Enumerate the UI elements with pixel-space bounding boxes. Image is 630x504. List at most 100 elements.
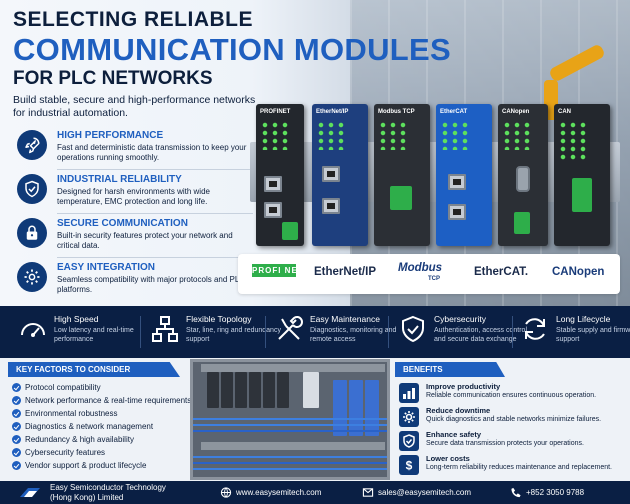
headline-subtitle: Build stable, secure and high-performanc… — [13, 94, 256, 119]
capability-desc: Low latency and real-time performance — [54, 327, 134, 343]
cable-duct — [201, 364, 385, 372]
power-supply — [303, 372, 319, 408]
shield-check-icon — [399, 431, 419, 451]
plc-unit — [277, 372, 289, 408]
control-cabinet-photo — [190, 359, 390, 480]
capabilities-band: High Speed Low latency and real-time per… — [0, 306, 630, 358]
logo-ethercat: EtherCAT. — [474, 266, 529, 278]
status-leds — [442, 122, 472, 150]
status-leds — [318, 122, 348, 150]
module-label: EtherNet/IP — [316, 109, 349, 115]
feature-item: EASY INTEGRATION Seamless compatibility … — [13, 260, 253, 304]
capability-desc: Diagnostics, monitoring and remote acces… — [310, 327, 397, 343]
network-cable — [193, 430, 387, 432]
plc-unit — [207, 372, 219, 408]
plc-unit — [249, 372, 261, 408]
headline-line2: COMMUNICATION MODULES — [13, 32, 451, 67]
comm-module — [365, 380, 379, 436]
module-lineup: PROFINET EtherNet/IP Modbus TCP EtherCAT… — [250, 102, 620, 252]
capability-desc: Authentication, access control and secur… — [434, 327, 527, 343]
key-factor-item: Cybersecurity features — [12, 447, 192, 460]
key-factors-panel: KEY FACTORS TO CONSIDER Protocol compati… — [8, 362, 191, 480]
key-factor-item: Protocol compatibility — [12, 382, 192, 395]
feature-desc: Fast and deterministic data transmission… — [57, 143, 247, 162]
benefit-item: Reduce downtime Quick diagnostics and st… — [399, 405, 623, 429]
logo-modbus: Modbus — [398, 262, 443, 274]
phone-number[interactable]: +852 3050 9788 — [526, 488, 585, 497]
power-terminal — [282, 222, 298, 240]
refresh-icon — [525, 318, 545, 340]
benefits-heading: BENEFITS — [395, 362, 505, 377]
plc-unit — [263, 372, 275, 408]
plc-unit — [221, 372, 233, 408]
divider — [388, 316, 389, 348]
key-factors-list: Protocol compatibility Network performan… — [12, 382, 192, 473]
divider — [140, 316, 141, 348]
benefit-title: Lower costs — [426, 454, 470, 463]
lock-icon — [17, 218, 47, 248]
status-leds — [560, 122, 590, 162]
db9-connector — [516, 166, 530, 192]
capability-title: Flexible Topology — [186, 314, 252, 324]
key-factors-heading: KEY FACTORS TO CONSIDER — [8, 362, 180, 377]
network-cable — [193, 456, 387, 458]
rj45-port — [264, 202, 282, 218]
terminal-block — [514, 212, 530, 234]
logo-canopen: CANopen — [552, 266, 605, 278]
feature-title: EASY INTEGRATION — [57, 262, 155, 273]
benefit-desc: Secure data transmission protects your o… — [426, 440, 584, 447]
divider — [57, 257, 253, 258]
comm-module — [349, 380, 363, 436]
footer: Easy Semiconductor Technology (Hong Kong… — [0, 481, 630, 504]
dollar-icon: $ — [399, 455, 419, 475]
logo-profinet: PROFI NET — [252, 264, 304, 277]
company-logo — [20, 488, 40, 497]
speedometer-icon — [21, 323, 45, 337]
benefit-title: Reduce downtime — [426, 406, 491, 415]
module-label: EtherCAT — [440, 109, 468, 115]
hero-section: SELECTING RELIABLE COMMUNICATION MODULES… — [0, 0, 630, 306]
company-name-line1: Easy Semiconductor Technology — [50, 483, 166, 492]
key-factor-item: Environmental robustness — [12, 408, 192, 421]
capability-title: Cybersecurity — [434, 314, 486, 324]
capability-desc: Stable supply and firmware support — [556, 327, 630, 343]
module-can: CAN — [554, 104, 610, 246]
benefit-item: Improve productivity Reliable communicat… — [399, 381, 623, 405]
rocket-icon — [17, 130, 47, 160]
email-link[interactable]: sales@easysemitech.com — [378, 488, 472, 497]
capability-title: High Speed — [54, 314, 99, 324]
globe-icon — [220, 487, 232, 498]
mail-icon — [362, 488, 374, 497]
gear-icon — [17, 262, 47, 292]
capability-title: Long Lifecycle — [556, 314, 611, 324]
feature-title: INDUSTRIAL RELIABILITY — [57, 174, 182, 185]
feature-title: SECURE COMMUNICATION — [57, 218, 188, 229]
rj45-port — [264, 176, 282, 192]
capability-desc: Star, line, ring and redundancy support — [186, 327, 281, 343]
module-ethernet-ip: EtherNet/IP — [312, 104, 368, 246]
topology-icon — [152, 316, 178, 342]
website-link[interactable]: www.easysemitech.com — [236, 488, 322, 497]
rj45-port — [322, 166, 340, 182]
benefits-panel: BENEFITS Improve productivity Reliable c… — [395, 362, 623, 480]
key-factor-item: Network performance & real-time requirem… — [12, 395, 192, 408]
headline-line1: SELECTING RELIABLE — [13, 8, 254, 31]
key-factor-item: Diagnostics & network management — [12, 421, 192, 434]
network-cable — [193, 468, 387, 470]
key-factor-item: Vendor support & product lifecycle — [12, 460, 192, 473]
feature-item: INDUSTRIAL RELIABILITY Designed for hars… — [13, 172, 253, 216]
module-canopen: CANopen — [498, 104, 548, 246]
headline-line3: FOR PLC NETWORKS — [13, 68, 213, 89]
feature-desc: Built-in security features protect your … — [57, 231, 233, 250]
shield-check-icon — [17, 174, 47, 204]
shield-check-icon — [402, 315, 424, 343]
divider — [512, 316, 513, 348]
capability-title: Easy Maintenance — [310, 314, 380, 324]
terminal-block — [390, 186, 412, 210]
bar-chart-icon — [399, 383, 419, 403]
key-factor-item: Redundancy & high availability — [12, 434, 192, 447]
feature-list: HIGH PERFORMANCE Fast and deterministic … — [13, 128, 253, 304]
divider — [265, 316, 266, 348]
network-cable — [193, 462, 387, 464]
settings-icon — [399, 407, 419, 427]
